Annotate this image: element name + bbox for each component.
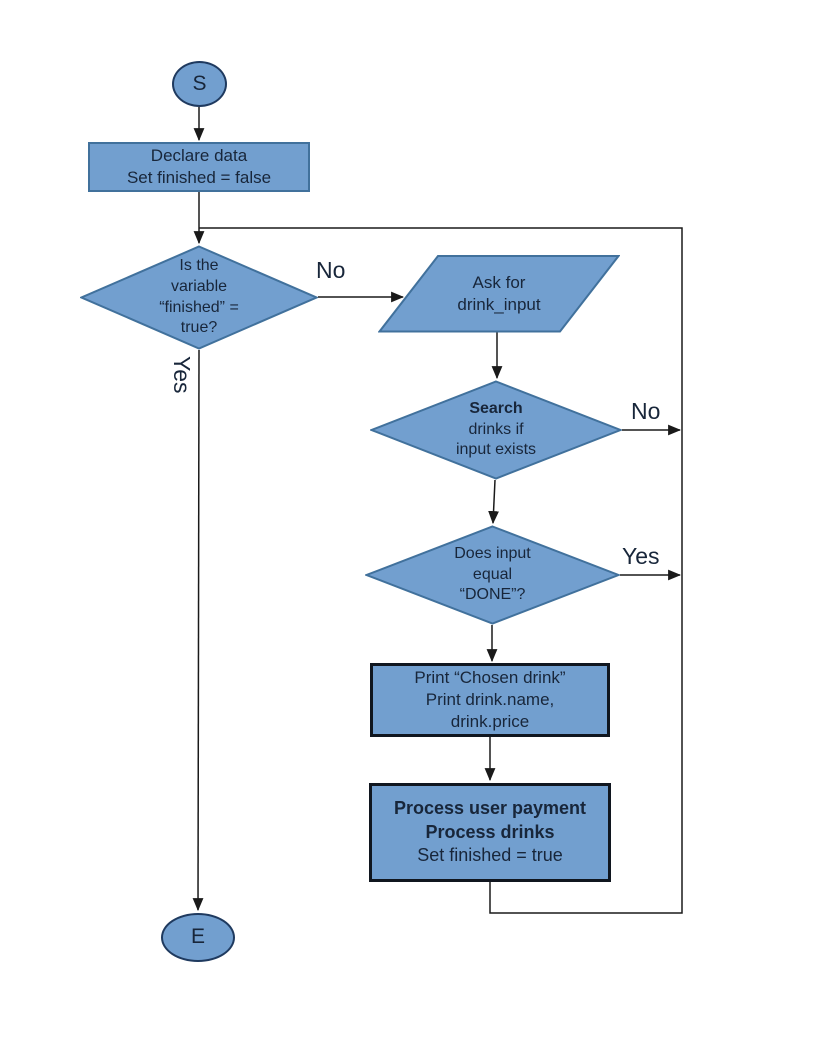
print-line: Print “Chosen drink” [414, 668, 566, 688]
process-line: Set finished = true [417, 845, 563, 866]
node-ask-input: Ask for drink_input [378, 255, 620, 333]
diamond-shape [370, 380, 622, 480]
diamond-line: Is the [179, 256, 219, 274]
node-print-drink: Print “Chosen drink” Print drink.name, d… [370, 663, 610, 737]
node-end: E [161, 913, 235, 962]
diamond-shape [365, 525, 620, 625]
diamond-line: Does input [454, 544, 531, 562]
node-declare-line: Set finished = false [126, 168, 272, 187]
process-line: Process drinks [425, 821, 555, 842]
node-ask-input-text: Ask for drink_input [378, 255, 620, 333]
diamond-line: equal [472, 565, 513, 583]
edge-label-search-no: No [631, 398, 661, 424]
edge-label-finished-yes: Yes [169, 356, 195, 394]
edge-label-done-yes: Yes [622, 543, 660, 569]
node-process-payment: Process user payment Process drinks Set … [369, 783, 611, 882]
diamond-line: “DONE”? [459, 586, 526, 604]
diamond-shape [80, 245, 318, 350]
node-declare-line: Declare data [150, 146, 248, 166]
diamond-line: input exists [455, 441, 537, 459]
node-search-drinks: Search drinks if input exists [370, 380, 622, 480]
parallelogram-line: Ask for [472, 272, 526, 292]
parallelogram-shape [378, 255, 620, 333]
diamond-line: “finished” = [159, 298, 239, 316]
diamond-line: variable [170, 277, 228, 295]
print-line: Print drink.name, [425, 690, 555, 710]
node-done-check: Does input equal “DONE”? [365, 525, 620, 625]
node-end-label: E [190, 925, 205, 949]
node-start: S [172, 61, 227, 107]
print-line: drink.price [450, 711, 530, 731]
node-done-check-text: Does input equal “DONE”? [365, 525, 620, 625]
node-finished-check: Is the variable “finished” = true? [80, 245, 318, 350]
parallelogram-line: drink_input [457, 295, 541, 314]
diamond-line: true? [180, 319, 218, 337]
process-line: Process user payment [393, 797, 587, 818]
node-start-label: S [192, 71, 207, 95]
node-declare-data: Declare data Set finished = false [88, 142, 310, 192]
edge-search-to-done [488, 479, 499, 525]
node-search-drinks-text: Search drinks if input exists [370, 380, 622, 480]
edge-label-finished-no: No [316, 257, 346, 283]
diamond-line: drinks if [468, 420, 524, 438]
node-finished-check-text: Is the variable “finished” = true? [80, 245, 318, 350]
edge-loop-back [199, 227, 683, 914]
diamond-line: Search [469, 399, 523, 417]
edge-finished-yes [192, 349, 204, 912]
